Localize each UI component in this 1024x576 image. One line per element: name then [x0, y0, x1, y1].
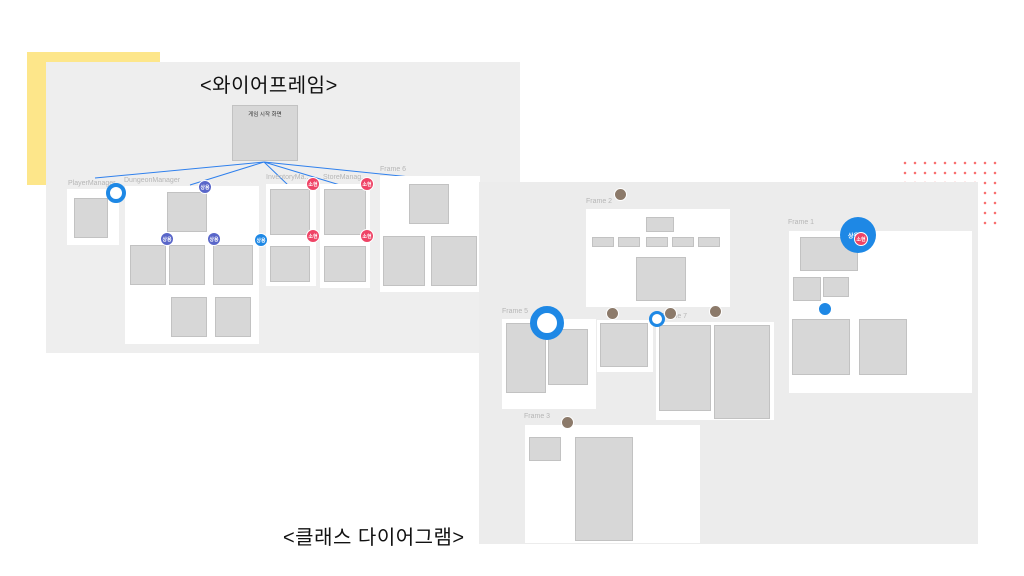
frame6-card-right: [431, 236, 477, 286]
dungeon-card-left: [130, 245, 166, 285]
inventory-card-top: [270, 189, 310, 235]
frame-3: [525, 425, 700, 543]
wireframe-heading: <와이어프레임>: [200, 75, 338, 97]
class-child-box: [672, 237, 694, 247]
frame-label-frame-6: Frame 6: [380, 166, 407, 173]
inventory-manager-frame: [266, 184, 316, 286]
collaborator-avatar: [614, 188, 627, 201]
frame5-card-right: [548, 329, 588, 385]
collaborator-badge: 상용: [198, 180, 212, 194]
game-start-card-title: 게임 시작 화면: [248, 112, 282, 118]
collaborator-badge: 상용: [160, 232, 174, 246]
game-start-card[interactable]: 게임 시작 화면: [232, 105, 298, 161]
collaborator-badge: 소현: [360, 229, 374, 243]
inventory-card-bottom: [270, 246, 310, 282]
dungeon-result-card-2: [215, 297, 251, 337]
collaborator-badge: 소현: [306, 177, 320, 191]
class-child-box: [646, 237, 668, 247]
frame-label-inventory-manager: InventoryMa...: [266, 174, 311, 181]
collaborator-badge: 소현: [360, 177, 374, 191]
frame-1: [789, 231, 972, 393]
collaborator-avatar: [561, 416, 574, 429]
collaborator-avatar: [606, 307, 619, 320]
frame6-card-top: [409, 184, 449, 224]
frame1-card-mid-right: [823, 277, 849, 297]
store-manager-frame: [320, 184, 370, 288]
cursor-ring-marker: [106, 183, 126, 203]
small-class-frame: [597, 320, 653, 372]
frame-6: [380, 176, 480, 292]
frame7-card-left: [659, 325, 711, 411]
class-root-box: [646, 217, 674, 232]
store-card-bottom: [324, 246, 366, 282]
frame-label-store-manager: StoreManag...: [323, 174, 367, 181]
cursor-ring-marker: [530, 306, 564, 340]
dungeon-result-card-1: [171, 297, 207, 337]
frame-2: [586, 209, 730, 307]
collaborator-badge: [818, 302, 832, 316]
frame-7: [656, 322, 774, 420]
dungeon-card-right: [213, 245, 253, 285]
frame-label-frame-5: Frame 5: [502, 308, 529, 315]
dungeon-card-mid: [169, 245, 205, 285]
frame-label-dungeon-manager: DungeonManager: [124, 177, 181, 184]
frame-label-frame-2: Frame 2: [586, 198, 613, 205]
frame-label-frame-1: Frame 1: [788, 219, 815, 226]
frame7-card-right: [714, 325, 770, 419]
collaborator-badge: 소현: [306, 229, 320, 243]
frame6-card-left: [383, 236, 425, 286]
collaborator-badge: 상용: [207, 232, 221, 246]
frame1-card-bottom-right: [859, 319, 907, 375]
class-child-box: [592, 237, 614, 247]
store-card-top: [324, 189, 366, 235]
frame-label-player-manager: PlayerManager: [68, 180, 116, 187]
class-child-box: [698, 237, 720, 247]
collaborator-badge: 소현: [854, 232, 868, 246]
frame3-code-area: [635, 437, 695, 517]
cursor-ring-marker: [649, 311, 665, 327]
frame-label-frame-3: Frame 3: [524, 413, 551, 420]
dungeon-card-top: [167, 192, 207, 232]
dungeon-manager-frame: [125, 186, 259, 344]
class-child-box: [618, 237, 640, 247]
class-diagram-heading: <클래스 다이어그램>: [283, 527, 465, 549]
frame1-card-mid-left: [793, 277, 821, 301]
frame1-card-bottom-left: [792, 319, 850, 375]
collaborator-avatar: [709, 305, 722, 318]
frame3-card-small: [529, 437, 561, 461]
small-class-card: [600, 323, 648, 367]
collaborator-avatar: [664, 307, 677, 320]
collaborator-badge: 상용: [254, 233, 268, 247]
frame3-card-list: [575, 437, 633, 541]
player-info-card: [74, 198, 108, 238]
game-manager-class-box: [636, 257, 686, 301]
